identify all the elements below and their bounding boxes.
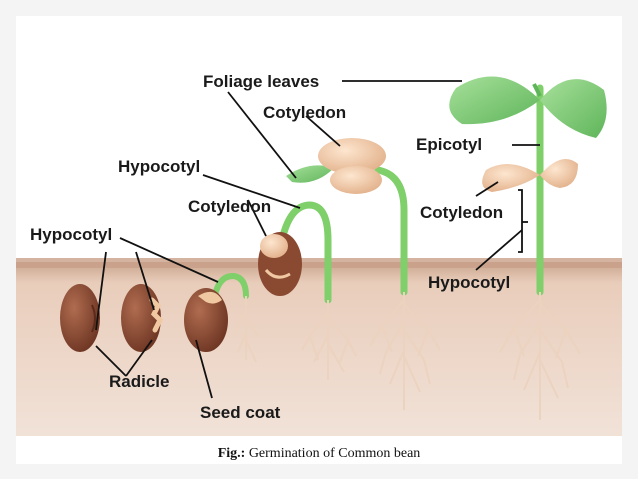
label-hypocotyl-mid: Hypocotyl bbox=[118, 157, 200, 176]
stage-1-seed bbox=[60, 284, 100, 352]
label-epicotyl: Epicotyl bbox=[416, 135, 482, 154]
label-hypocotyl-left: Hypocotyl bbox=[30, 225, 112, 244]
figure-caption: Fig.: Germination of Common bean bbox=[0, 446, 638, 462]
label-cotyledon-top: Cotyledon bbox=[263, 103, 346, 122]
label-hypocotyl-right: Hypocotyl bbox=[428, 273, 510, 292]
soil bbox=[16, 262, 622, 436]
label-seed-coat: Seed coat bbox=[200, 403, 281, 422]
label-foliage-leaves: Foliage leaves bbox=[203, 72, 319, 91]
soil-surface bbox=[16, 258, 622, 268]
caption-text: Germination of Common bean bbox=[245, 446, 420, 461]
label-cotyledon-right: Cotyledon bbox=[420, 203, 503, 222]
label-cotyledon-mid: Cotyledon bbox=[188, 197, 271, 216]
caption-prefix: Fig.: bbox=[218, 446, 246, 461]
label-radicle: Radicle bbox=[109, 372, 169, 391]
stage-2-seed bbox=[121, 284, 161, 352]
